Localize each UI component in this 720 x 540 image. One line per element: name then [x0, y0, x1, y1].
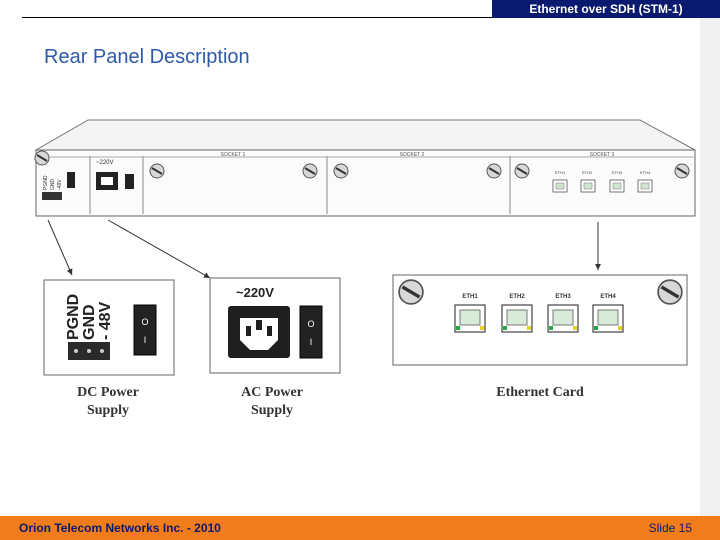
slide-number: Slide 15 [648, 521, 692, 535]
ac-caption-line1: AC Power [241, 385, 303, 400]
ac-caption: AC Power Supply [222, 384, 322, 420]
socket2-label: SOCKET 2 [400, 152, 425, 158]
dc-switch-on: O [141, 317, 148, 327]
footer-company: Orion Telecom Networks Inc. - 2010 [19, 521, 221, 535]
screw-icon [333, 163, 349, 179]
chassis-top [34, 119, 696, 151]
eth-port-icon [580, 179, 596, 193]
screw-icon [149, 163, 165, 179]
eth2-small-label: ETH2 [582, 170, 593, 175]
ac-switch-on: O [307, 319, 314, 329]
ac-caption-line2: Supply [250, 403, 294, 418]
screw-icon [674, 163, 690, 179]
screw-icon [302, 163, 318, 179]
dc-switch-small [67, 172, 75, 188]
eth-port-icon [637, 179, 653, 193]
eth1-label: ETH1 [462, 294, 478, 300]
screw-icon [514, 163, 530, 179]
dc-pins-small-1: PGND [43, 175, 49, 190]
eth4-port-icon [592, 304, 624, 333]
eth-port-icon [609, 179, 625, 193]
arrow-dc [47, 219, 73, 276]
eth3-label: ETH3 [555, 294, 571, 300]
ac-voltage: ~220V [236, 285, 274, 300]
dc-pins-small-2: GND [50, 179, 56, 191]
ac-voltage-small: ~220V [96, 160, 114, 166]
eth3-small-label: ETH3 [612, 170, 623, 175]
dc-pin-gnd: GND [81, 304, 98, 340]
dc-switch-off: I [144, 335, 147, 345]
arrow-ac [107, 219, 211, 279]
eth4-small-label: ETH4 [640, 170, 651, 175]
footer-bar: Orion Telecom Networks Inc. - 2010 Slide… [0, 516, 720, 540]
socket3-label: SOCKET 3 [590, 152, 615, 158]
chassis-front [35, 149, 696, 217]
ac-switch-small [125, 174, 134, 189]
dc-pin-pgnd: PGND [65, 294, 82, 340]
eth2-port-icon [501, 304, 533, 333]
eth-detail-panel [392, 274, 688, 366]
dc-power-switch [133, 304, 157, 356]
right-decor-strip [700, 18, 720, 518]
dc-pin-48v: - 48V [97, 301, 114, 340]
dc-caption-line2: Supply [86, 403, 130, 418]
socket1-label: SOCKET 1 [221, 152, 246, 158]
ac-power-switch [299, 305, 323, 359]
dc-pins-small-3: -48V [57, 179, 63, 190]
eth4-label: ETH4 [600, 294, 616, 300]
eth2-label: ETH2 [509, 294, 525, 300]
dc-caption: DC Power Supply [58, 384, 158, 420]
product-title-bar: Ethernet over SDH (STM-1) [492, 0, 720, 18]
ac-switch-off: I [310, 337, 313, 347]
eth3-port-icon [547, 304, 579, 333]
screw-icon [397, 278, 425, 306]
eth1-port-icon [454, 304, 486, 333]
eth1-small-label: ETH1 [555, 170, 566, 175]
screw-icon [656, 278, 684, 306]
header-rule [22, 17, 492, 18]
dc-terminal-small [42, 192, 62, 200]
eth-caption: Ethernet Card [496, 385, 584, 400]
screw-icon [486, 163, 502, 179]
slide-title: Rear Panel Description [44, 46, 250, 68]
screw-icon [34, 150, 50, 166]
product-title: Ethernet over SDH (STM-1) [529, 2, 683, 16]
eth-port-icon [552, 179, 568, 193]
dc-caption-line1: DC Power [77, 385, 139, 400]
